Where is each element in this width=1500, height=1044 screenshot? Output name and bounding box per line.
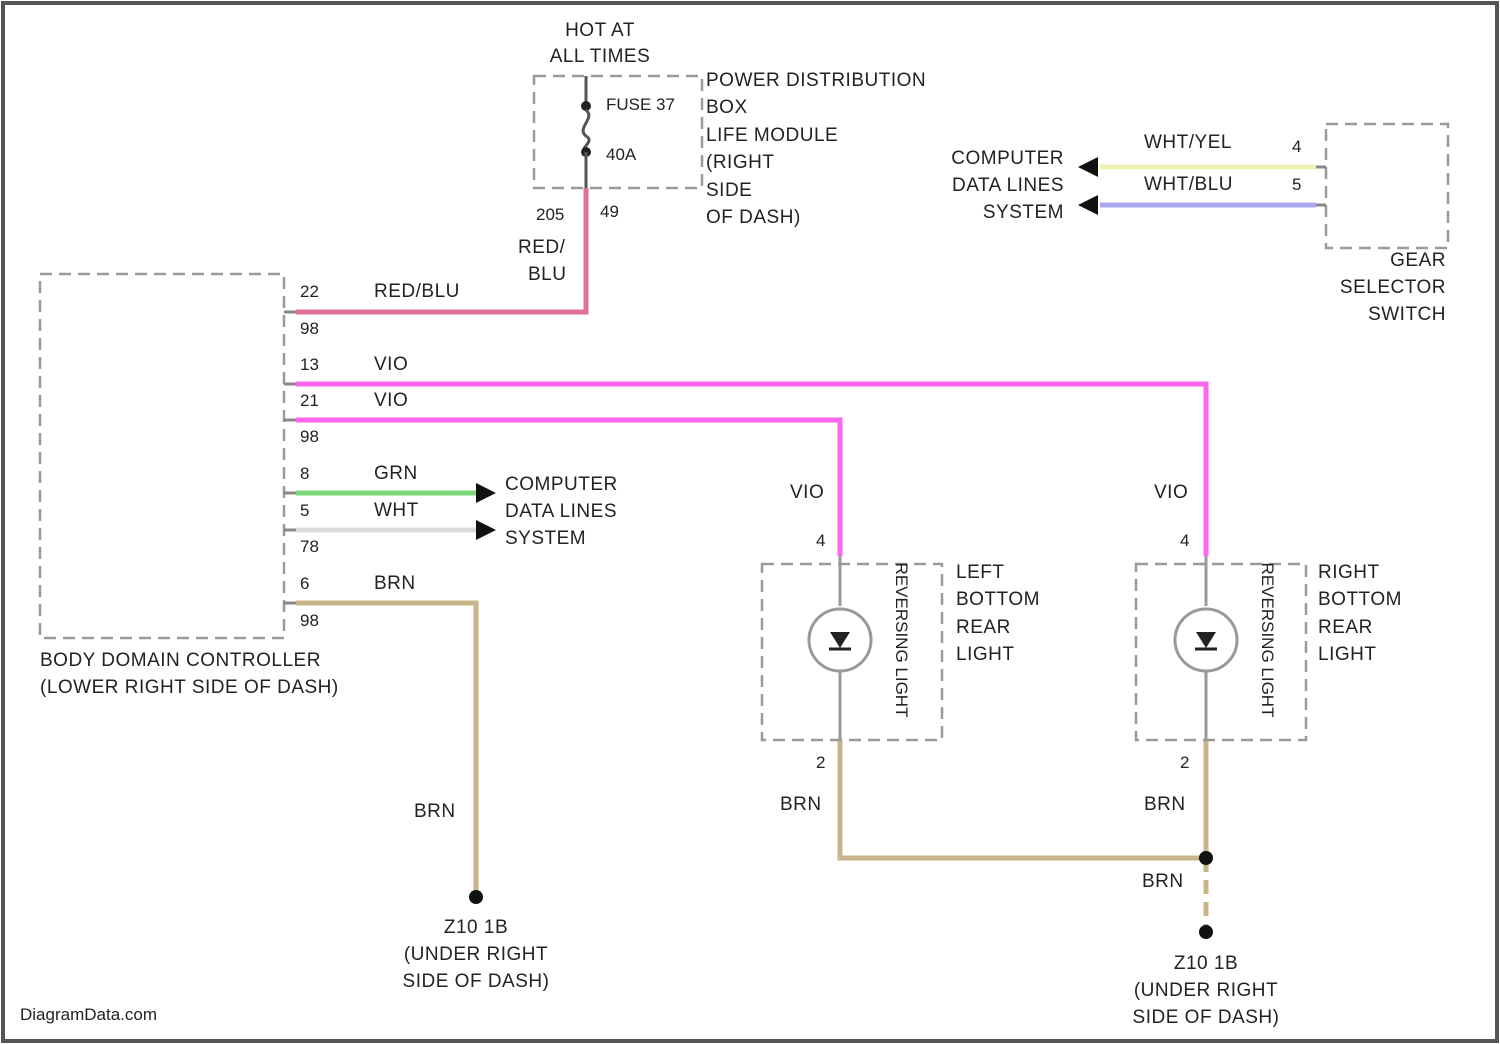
ground-left-line-3: SIDE OF DASH)	[403, 971, 550, 992]
left-lamp-name-2: BOTTOM	[956, 589, 1040, 610]
red-blu-label-2: BLU	[528, 264, 566, 285]
pdb-name-line-3: LIFE MODULE	[706, 125, 838, 146]
ground-right-point-icon	[1199, 925, 1213, 939]
splice-junction-icon	[1199, 851, 1213, 865]
data-lines-left-3: SYSTEM	[505, 528, 586, 549]
ground-right-line-2: (UNDER RIGHT	[1134, 980, 1278, 1001]
ground-left-point-icon	[469, 890, 483, 904]
pdb-name-line-6: OF DASH)	[706, 207, 801, 228]
right-lamp-bottom-pin: 2	[1180, 753, 1189, 772]
ground-right-wire-label: BRN	[1142, 871, 1184, 892]
wire-wht-blu-label: WHT/BLU	[1144, 174, 1233, 195]
right-lamp-top-pin: 4	[1180, 531, 1189, 550]
right-lamp-bottom-wire: BRN	[1144, 794, 1186, 815]
watermark: DiagramData.com	[20, 1005, 157, 1024]
data-lines-left-2: DATA LINES	[505, 501, 617, 522]
bdc-pin-21-connector: 98	[300, 427, 319, 446]
bdc-pin-21: 21	[300, 391, 319, 410]
wire-wht-yel-label: WHT/YEL	[1144, 132, 1232, 153]
bdc-pin-13: 13	[300, 355, 319, 374]
bdc-pin-21-wire: VIO	[374, 390, 408, 411]
ground-left-line-1: Z10 1B	[444, 917, 508, 938]
gear-selector-pin-5: 5	[1292, 175, 1301, 194]
left-lamp-bottom-wire: BRN	[780, 794, 822, 815]
right-lamp-name-4: LIGHT	[1318, 644, 1376, 665]
pdb-pin-205: 205	[536, 205, 564, 224]
gear-selector-name-2: SELECTOR	[1340, 277, 1446, 298]
data-lines-left-1: COMPUTER	[505, 474, 618, 495]
red-blu-label-1: RED/	[518, 237, 566, 258]
bdc-pin-8-wire: GRN	[374, 463, 418, 484]
left-lamp-name-3: REAR	[956, 617, 1011, 638]
data-lines-right-3: SYSTEM	[983, 202, 1064, 223]
hot-at-label: HOT AT	[565, 20, 635, 41]
bdc-pin-8: 8	[300, 464, 309, 483]
right-lamp-name-2: BOTTOM	[1318, 589, 1402, 610]
all-times-label: ALL TIMES	[550, 46, 651, 67]
left-lamp-top-wire: VIO	[790, 482, 824, 503]
bdc-name: BODY DOMAIN CONTROLLER	[40, 650, 321, 671]
right-lamp-inner-label: REVERSING LIGHT	[1258, 563, 1277, 718]
bdc-pin-5-wire: WHT	[374, 500, 419, 521]
bdc-pin-22-wire: RED/BLU	[374, 281, 460, 302]
pdb-pin-49: 49	[600, 202, 619, 221]
left-lamp-inner-label: REVERSING LIGHT	[892, 563, 911, 718]
right-lamp-name-1: RIGHT	[1318, 562, 1380, 583]
fuse-rating: 40A	[606, 145, 637, 164]
ground-right-line-1: Z10 1B	[1174, 953, 1238, 974]
bdc-pin-22: 22	[300, 282, 319, 301]
bdc-pin-5-connector: 78	[300, 537, 319, 556]
fuse-label: FUSE 37	[606, 95, 675, 114]
left-lamp-name-1: LEFT	[956, 562, 1004, 583]
pdb-name-line-2: BOX	[706, 97, 748, 118]
bdc-location: (LOWER RIGHT SIDE OF DASH)	[40, 677, 339, 698]
pdb-name-line-1: POWER DISTRIBUTION	[706, 70, 926, 91]
bdc-pin-13-wire: VIO	[374, 354, 408, 375]
pdb-name-line-5: SIDE	[706, 180, 752, 201]
gear-selector-name-1: GEAR	[1390, 250, 1446, 271]
gear-selector-pin-4: 4	[1292, 137, 1301, 156]
data-lines-right-2: DATA LINES	[952, 175, 1064, 196]
pdb-name-line-4: (RIGHT	[706, 152, 774, 173]
bdc-pin-6: 6	[300, 574, 309, 593]
ground-left-line-2: (UNDER RIGHT	[404, 944, 548, 965]
ground-right-line-3: SIDE OF DASH)	[1133, 1007, 1280, 1028]
bdc-pin-5: 5	[300, 501, 309, 520]
ground-left-wire-label: BRN	[414, 801, 456, 822]
bdc-pin-22-connector: 98	[300, 319, 319, 338]
right-lamp-name-3: REAR	[1318, 617, 1373, 638]
right-lamp-top-wire: VIO	[1154, 482, 1188, 503]
left-lamp-bottom-pin: 2	[816, 753, 825, 772]
left-lamp-top-pin: 4	[816, 531, 825, 550]
fuse-top-terminal	[581, 101, 591, 111]
data-lines-right-1: COMPUTER	[951, 148, 1064, 169]
bdc-pin-6-wire: BRN	[374, 573, 416, 594]
gear-selector-name-3: SWITCH	[1368, 304, 1446, 325]
bdc-pin-6-connector: 98	[300, 611, 319, 630]
left-lamp-name-4: LIGHT	[956, 644, 1014, 665]
